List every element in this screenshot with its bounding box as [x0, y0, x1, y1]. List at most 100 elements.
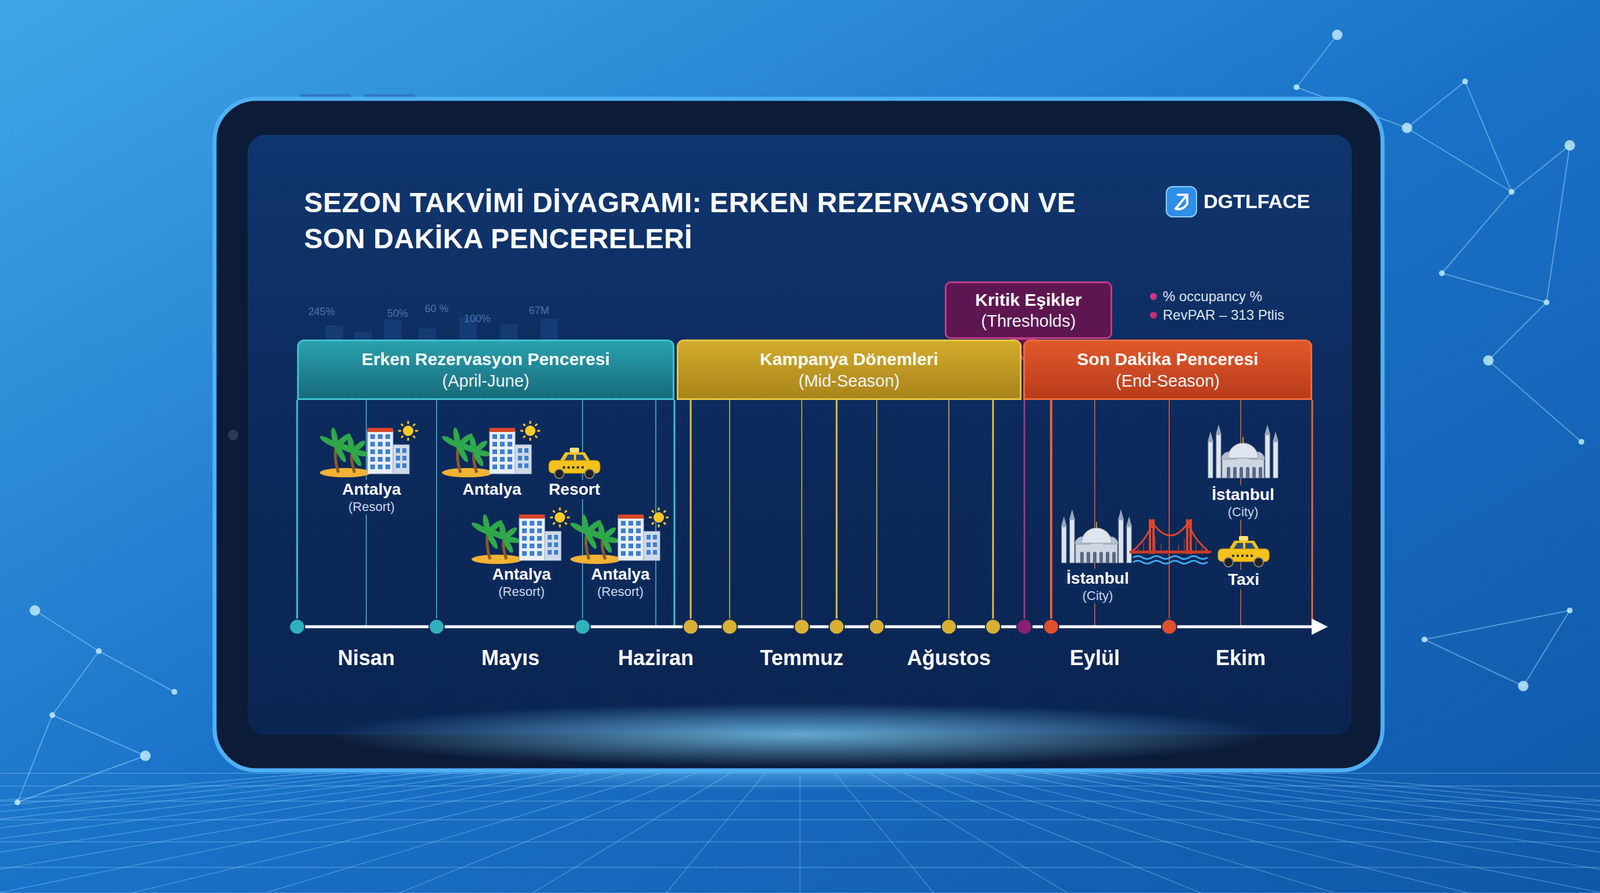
mosque-icon: [1273, 441, 1278, 478]
network-lines: [1508, 188, 1515, 195]
resort-icon: [492, 456, 498, 462]
mosque-icon: [1105, 551, 1110, 563]
network-lines: [17, 755, 146, 803]
mosque-icon: [1086, 551, 1091, 563]
floor-grid: [1218, 773, 1600, 893]
mosque-icon: [1112, 551, 1116, 563]
network-lines: [52, 715, 146, 756]
floor-grid: [834, 773, 934, 893]
taxi-icon: [554, 469, 564, 479]
resort-icon: [500, 434, 505, 439]
network-lines: [1296, 34, 1338, 88]
network-lines: [1293, 84, 1300, 91]
legend-swatch: [1150, 311, 1157, 319]
resort-icon: [519, 517, 545, 561]
resort-icon: [470, 507, 570, 564]
mosque-icon: [1264, 424, 1271, 435]
resort-icon: [552, 510, 556, 513]
timeline-dot: [1043, 619, 1059, 635]
resort-icon: [652, 542, 657, 548]
resort-icon: [620, 551, 626, 556]
mosque-icon: [1226, 466, 1231, 478]
resort-icon: [370, 441, 375, 447]
resort-icon: [385, 434, 391, 439]
bridge-icon: [1166, 549, 1168, 551]
resort-icon: [537, 536, 542, 541]
month-label: Mayıs: [481, 646, 540, 670]
network-lines: [1566, 607, 1573, 614]
place-label: Antalya: [587, 565, 653, 585]
timeline-dot: [941, 619, 957, 635]
network-lines: [1546, 145, 1570, 303]
resort-icon: [398, 430, 402, 432]
resort-icon: [544, 531, 562, 561]
tablet-frame: [214, 98, 1383, 771]
resort-icon: [507, 441, 513, 447]
watermark: 67M: [528, 305, 549, 317]
mosque-icon: [1222, 458, 1264, 478]
network-lines: [1406, 81, 1466, 128]
timeline: [436, 400, 438, 627]
place-type: (Resort): [345, 499, 398, 515]
band-heading: Kampanya Dönemleri: [759, 348, 939, 371]
tablet-frame: [214, 94, 1383, 791]
mosque-icon: [1061, 526, 1067, 563]
mosque-icon: [1272, 431, 1279, 442]
resort-icon: [663, 510, 666, 513]
network-lines: [1511, 145, 1570, 192]
taxi-icon: [1241, 554, 1244, 557]
timeline: [1168, 400, 1170, 627]
bridge-icon: [1143, 541, 1145, 551]
taxi-icon: [562, 466, 566, 469]
resort-icon: [412, 423, 416, 427]
timeline-dot: [575, 619, 591, 635]
network-lines: [1462, 78, 1469, 85]
resort-icon: [564, 522, 567, 525]
resort-icon: [319, 468, 371, 478]
resort-icon: [522, 543, 527, 549]
taxi-icon: [572, 466, 575, 469]
mosque-icon: [1069, 509, 1075, 520]
network-lines: [1465, 81, 1512, 192]
resort-icon: [529, 543, 535, 549]
timeline-dot: [869, 619, 885, 635]
floor-grid: [939, 773, 1335, 893]
resort-icon: [525, 425, 536, 437]
mosque-icon: [1215, 424, 1222, 435]
resort-icon: [618, 514, 644, 519]
month-label: Nisan: [337, 646, 395, 670]
watermark: 50%: [387, 308, 409, 320]
bridge-icon: [1137, 548, 1139, 551]
network-lines: [14, 29, 1585, 806]
resort-icon: [651, 510, 655, 513]
bridge-icon: [1161, 543, 1162, 551]
month-label: Eylül: [1069, 646, 1120, 670]
timeline-dot: [289, 619, 305, 635]
network-lines: [1401, 122, 1413, 134]
bridge-icon: [1186, 519, 1189, 555]
network-lines: [1441, 191, 1512, 274]
resort-icon: [570, 554, 622, 564]
floor-grid: [904, 773, 1202, 893]
network-lines: [1406, 127, 1512, 192]
camera: [227, 429, 239, 441]
taxi-icon: [1238, 536, 1249, 541]
band-subtitle: (April-June): [442, 370, 530, 392]
resort-icon: [370, 449, 375, 455]
resort-icon: [492, 434, 498, 439]
callout-box: Kritik Eşikler(Thresholds): [944, 281, 1113, 339]
mosque-icon: [1216, 434, 1221, 478]
taxi-icon: [569, 447, 580, 453]
network-lines: [1488, 360, 1582, 442]
resort-icon: [523, 435, 526, 438]
floor-grid: [1009, 773, 1600, 893]
place-type: (City): [1225, 504, 1262, 520]
place-type: (City): [1079, 588, 1117, 604]
place-type: (Resort): [594, 584, 646, 600]
resort-icon: [554, 550, 559, 555]
bridge-icon: [1133, 556, 1208, 560]
timeline-dot: [985, 619, 1001, 635]
resort-icon: [636, 551, 641, 556]
